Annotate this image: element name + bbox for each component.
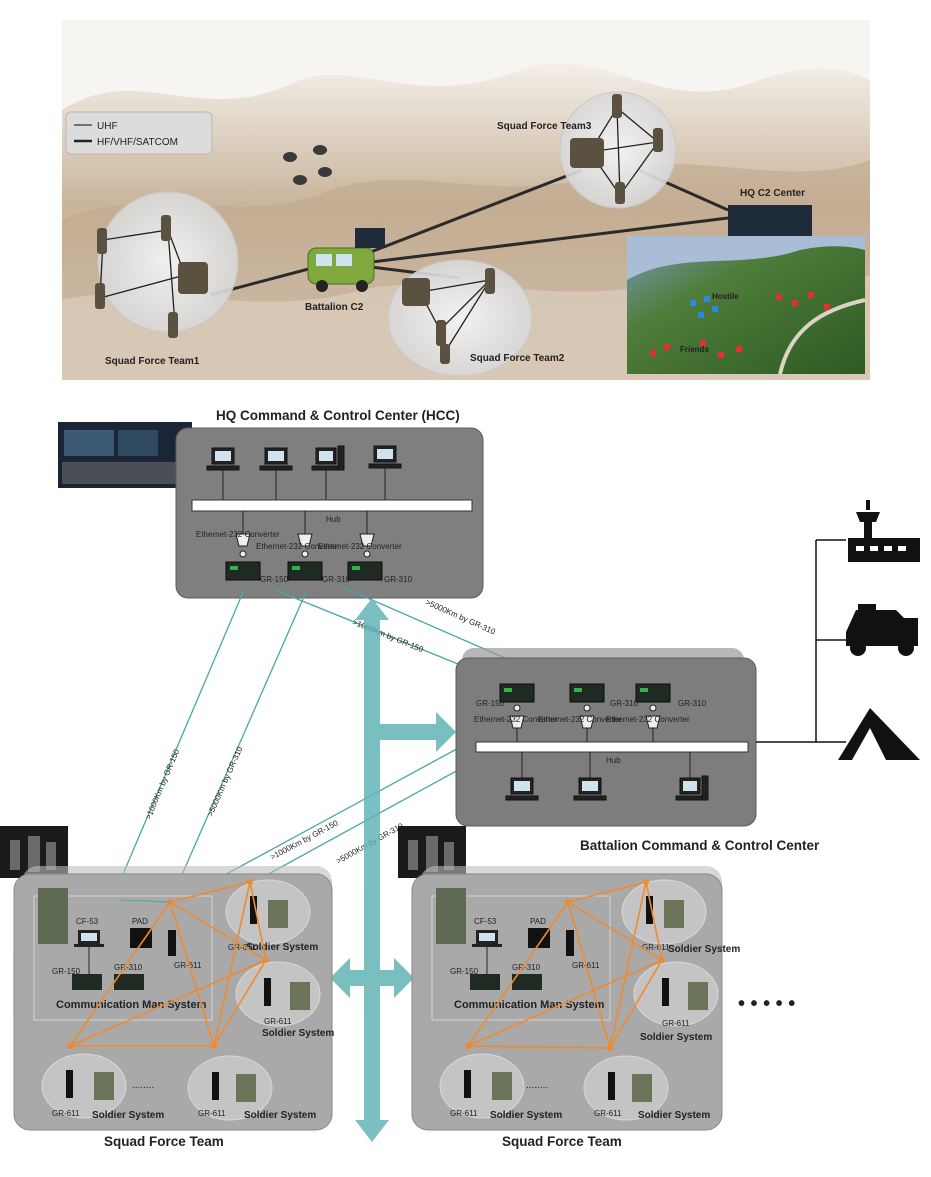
- right-gr150: GR-150: [450, 967, 479, 976]
- right-pad: PAD: [530, 917, 546, 926]
- tent-icon: [838, 708, 920, 760]
- battalion-title: Battalion Command & Control Center: [580, 838, 820, 853]
- left-gr310: GR-310: [114, 963, 143, 972]
- hcc-radio-3: GR-310: [384, 575, 413, 584]
- bat-converter-1: Ethernet-232 Converter: [474, 715, 558, 724]
- hcc-converter-1: Ethernet-232 Converter: [196, 530, 280, 539]
- label-team1: Squad Force Team1: [105, 356, 200, 367]
- left-cf53: CF-53: [76, 917, 99, 926]
- airport-tower-icon: [848, 500, 920, 562]
- legend-label-hf: HF/VHF/SATCOM: [97, 137, 178, 148]
- left-squad-title: Squad Force Team: [104, 1134, 224, 1149]
- left-gr611-d: GR-611: [52, 1109, 80, 1118]
- hcc-panel: Hub Ethernet-232 Converter Ethernet-232 …: [175, 427, 484, 599]
- hcc-hub-label: Hub: [326, 515, 341, 524]
- squad-team2-bubble: [387, 259, 533, 377]
- link-label-4: >5000Km by GR-310: [424, 598, 497, 637]
- right-soldier-4: Soldier System: [638, 1110, 710, 1121]
- left-soldier-2: Soldier System: [262, 1028, 334, 1039]
- label-battalion: Battalion C2: [305, 302, 364, 313]
- link-label-1: >1000Km by GR-150: [144, 747, 182, 820]
- left-comm-man: Communication Man System: [56, 999, 207, 1011]
- hcc-title: HQ Command & Control Center (HCC): [216, 408, 460, 423]
- right-dots: ........: [526, 1080, 548, 1091]
- battalion-vehicle-icon: [307, 228, 385, 292]
- hcc-converter-3: Ethernet-232 Converter: [318, 542, 402, 551]
- hcc-converter-2: Ethernet-232 Converter: [256, 542, 340, 551]
- right-gr611-e: GR-611: [594, 1109, 622, 1118]
- bat-converter-3: Ethernet-232 Converter: [606, 715, 690, 724]
- armored-vehicle-icon: [846, 604, 918, 656]
- right-comm-man: Communication Man System: [454, 999, 605, 1011]
- left-pad: PAD: [132, 917, 148, 926]
- link-label-2: >5000Km by GR-310: [206, 745, 245, 818]
- right-gr611-c: GR-611: [662, 1019, 690, 1028]
- map-label-hostile: Hostile: [712, 292, 739, 301]
- squad-team-left: CF-53 PAD GR-150 GR-310 GR-611 Communica…: [0, 826, 334, 1131]
- bat-radio-3: GR-310: [678, 699, 707, 708]
- legend: UHF HF/VHF/SATCOM: [65, 111, 213, 155]
- left-dots: ........: [132, 1080, 154, 1091]
- bat-radio-1: GR-150: [476, 699, 505, 708]
- left-gr611-c: GR-611: [264, 1017, 292, 1026]
- backbone-arrow: [330, 598, 456, 1142]
- hcc-photo: [58, 422, 192, 488]
- battalion-panel: GR-150 GR-310 GR-310 Ethernet-232 Conver…: [455, 648, 757, 827]
- right-soldier-2: Soldier System: [640, 1032, 712, 1043]
- right-squad-title: Squad Force Team: [502, 1134, 622, 1149]
- squad-team3-bubble: [559, 91, 677, 209]
- right-gr611-d: GR-611: [450, 1109, 478, 1118]
- hcc-radio-1: GR-150: [260, 575, 289, 584]
- label-team2: Squad Force Team2: [470, 353, 565, 364]
- right-soldier-3: Soldier System: [490, 1110, 562, 1121]
- left-gr611-a: GR-611: [174, 961, 202, 970]
- bat-hub-label: Hub: [606, 756, 621, 765]
- squad-team-right: CF-53 PAD GR-150 GR-310 GR-611 Communica…: [398, 826, 740, 1131]
- hq-monitor-wall-icon: [728, 205, 812, 237]
- left-soldier-1: Soldier System: [246, 942, 318, 953]
- right-soldier-1: Soldier System: [668, 944, 740, 955]
- left-gr150: GR-150: [52, 967, 81, 976]
- legend-label-uhf: UHF: [97, 121, 118, 132]
- label-team3: Squad Force Team3: [497, 121, 592, 132]
- link-label-3: >1000Km by GR-150: [351, 618, 425, 655]
- more-teams-ellipsis: • • • • •: [738, 993, 795, 1015]
- bat-radio-2: GR-310: [610, 699, 639, 708]
- tactical-map: Hostile Friends: [627, 236, 866, 375]
- bat-converter-2: Ethernet-232 Converter: [538, 715, 622, 724]
- left-soldier-3: Soldier System: [92, 1110, 164, 1121]
- left-gr611-e: GR-611: [198, 1109, 226, 1118]
- right-gr611-b: GR-611: [642, 943, 670, 952]
- right-gr310: GR-310: [512, 963, 541, 972]
- map-label-friends: Friends: [680, 345, 709, 354]
- squad-team1-bubble: [95, 191, 239, 338]
- hcc-radio-2: GR-310: [322, 575, 351, 584]
- left-soldier-4: Soldier System: [244, 1110, 316, 1121]
- label-hq: HQ C2 Center: [740, 188, 805, 199]
- facility-links: [756, 539, 846, 743]
- right-cf53: CF-53: [474, 917, 497, 926]
- left-gr611-b: GR-611: [228, 943, 256, 952]
- distant-soldiers-icon: [283, 145, 332, 185]
